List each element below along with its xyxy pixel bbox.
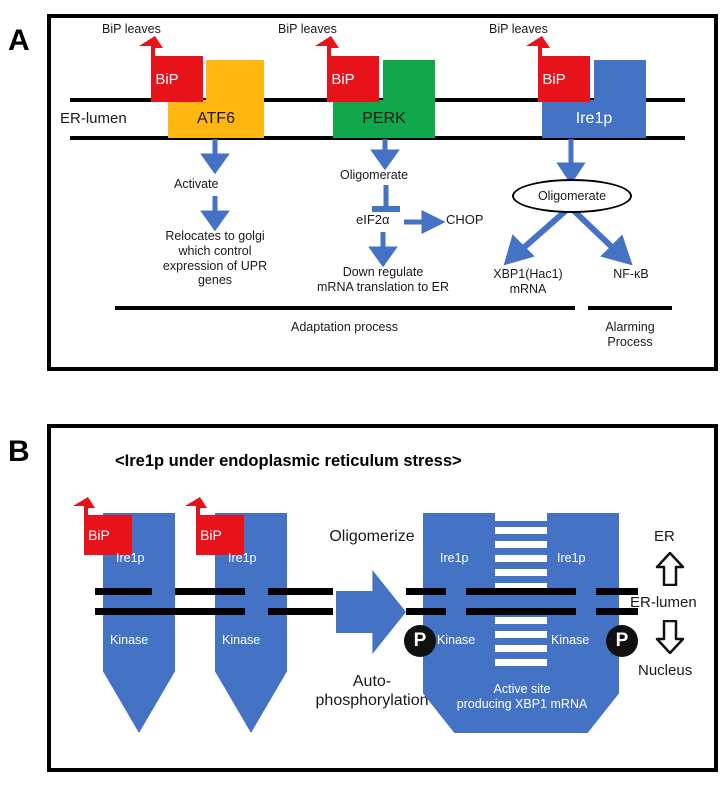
membrane-segment-r1-bottom	[406, 608, 446, 615]
perk-receptor-stem	[383, 60, 435, 102]
bip-chaperone-monomer-2: BiP	[178, 497, 244, 555]
ire1p-receptor-stem	[594, 60, 646, 102]
er-lumen-label: ER-lumen	[60, 110, 127, 127]
rna-rung	[495, 583, 547, 590]
panel-b-letter: B	[8, 435, 30, 468]
perk-inhibition-tbar-icon	[372, 185, 400, 212]
autophosphorylation-caption: Auto- phosphorylation	[315, 673, 429, 710]
arrow-up-hollow-icon	[655, 552, 685, 586]
perk-receptor-body: PERK	[333, 100, 435, 138]
chop-label: CHOP	[446, 212, 484, 227]
monomer-1-ire1p-label: Ire1p	[116, 551, 145, 565]
atf6-step-activate: Activate	[174, 177, 219, 191]
nfkb-output-label: NF-κB	[613, 267, 649, 281]
monomer-1-kinase-label: Kinase	[110, 633, 149, 647]
active-site-caption: Active site producing XBP1 mRNA	[456, 682, 588, 711]
membrane-segment-r2-top	[466, 588, 576, 595]
bip-arrow-icon	[185, 497, 244, 555]
perk-step-oligomerate: Oligomerate	[340, 168, 409, 182]
rna-rung	[495, 645, 547, 652]
bip-leaves-label-atf6: BiP leaves	[102, 22, 161, 36]
bip-chaperone-ire1p: BiP	[518, 36, 590, 102]
dimer-right-kinase-label: Kinase	[551, 633, 590, 647]
bip-leaves-label-ire1p: BiP leaves	[489, 22, 548, 36]
dimer-right-ire1p-label: Ire1p	[557, 551, 586, 565]
membrane-segment-r3-top	[596, 588, 638, 595]
membrane-segment-r3-bottom	[596, 608, 638, 615]
perk-eif2a-label: eIF2α	[356, 212, 390, 227]
atf6-outcome-text: Relocates to golgi which control express…	[162, 229, 268, 288]
adaptation-process-label: Adaptation process	[291, 320, 399, 334]
panel-a-letter: A	[8, 24, 30, 57]
bip-chaperone-perk: BiP	[307, 36, 379, 102]
rna-rung	[495, 617, 547, 624]
orientation-er-label: ER	[654, 528, 675, 545]
panel-b-title: <Ire1p under endoplasmic reticulum stres…	[115, 452, 462, 470]
dimer-left-ire1p-label: Ire1p	[440, 551, 469, 565]
ire1p-arrow-1	[556, 139, 586, 185]
ire1p-receptor-body: Ire1p	[542, 100, 646, 138]
er-membrane-bottom-line	[70, 136, 685, 140]
xbp1-output-label: XBP1(Hac1) mRNA	[493, 267, 563, 296]
bip-chaperone-monomer-1: BiP	[66, 497, 132, 555]
rna-rung	[495, 555, 547, 562]
orientation-nucleus-label: Nucleus	[638, 662, 693, 679]
membrane-segment-l3-bottom	[268, 608, 333, 615]
perk-arrow-to-chop	[404, 209, 446, 235]
atf6-receptor-body: ATF6	[168, 100, 264, 138]
atf6-receptor-stem	[206, 60, 264, 102]
perk-outcome-text: Down regulate mRNA translation to ER	[317, 265, 449, 294]
membrane-segment-l3-top	[268, 588, 333, 595]
atf6-arrow-1	[200, 139, 230, 175]
bip-arrow-icon	[526, 36, 590, 102]
phosphate-badge-left: P	[404, 625, 436, 657]
alarming-process-label: Alarming Process	[605, 320, 655, 349]
ire1p-arrow-right	[567, 204, 633, 266]
oligomerize-caption: Oligomerize	[329, 528, 415, 545]
membrane-segment-l2-top	[175, 588, 245, 595]
membrane-segment-l1-top	[95, 588, 152, 595]
bip-leaves-label-perk: BiP leaves	[278, 22, 337, 36]
alarming-process-rule	[588, 306, 672, 310]
rna-rung	[495, 631, 547, 638]
dimer-left-kinase-label: Kinase	[437, 633, 476, 647]
membrane-segment-r1-top	[406, 588, 446, 595]
bip-arrow-icon	[73, 497, 132, 555]
rna-rung	[495, 569, 547, 576]
perk-arrow-2	[368, 232, 398, 268]
bip-chaperone-atf6: BiP	[131, 36, 203, 102]
membrane-segment-l2-bottom	[152, 608, 245, 615]
rna-rung	[495, 541, 547, 548]
membrane-segment-r2-bottom	[466, 608, 576, 615]
bip-arrow-icon	[139, 36, 203, 102]
arrow-down-hollow-icon	[655, 620, 685, 654]
orientation-er-lumen-label: ER-lumen	[630, 594, 697, 611]
oligomerate-ellipse: Oligomerate	[512, 179, 632, 213]
monomer-2-ire1p-label: Ire1p	[228, 551, 257, 565]
atf6-arrow-2	[200, 196, 230, 232]
ire1p-arrow-left	[503, 204, 572, 266]
rna-rung	[495, 527, 547, 534]
perk-arrow-1	[370, 139, 400, 171]
bip-arrow-icon	[315, 36, 379, 102]
membrane-segment-l1-bottom	[95, 608, 152, 615]
phosphate-badge-right: P	[606, 625, 638, 657]
monomer-2-kinase-label: Kinase	[222, 633, 261, 647]
dimer-center-gap	[495, 513, 547, 521]
rna-rung	[495, 659, 547, 666]
adaptation-process-rule	[115, 306, 575, 310]
